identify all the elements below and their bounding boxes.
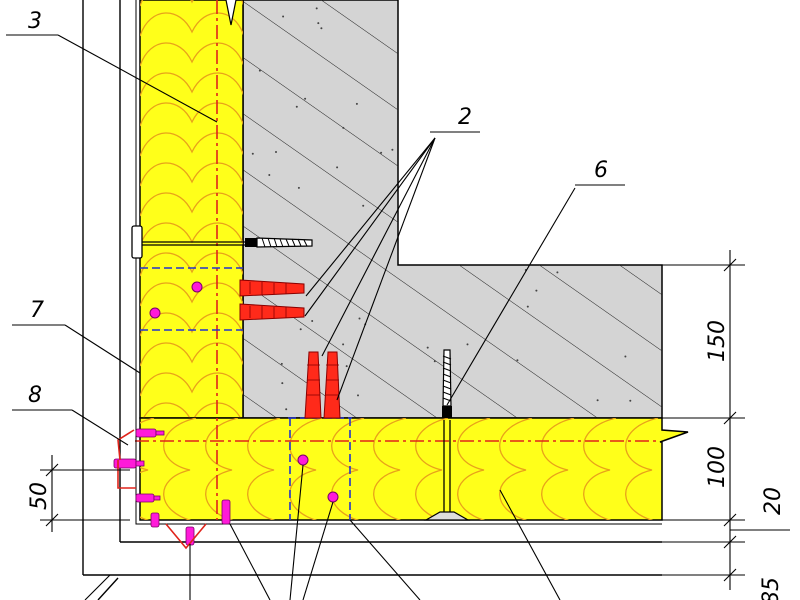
insulation-fiber (163, 418, 197, 520)
label-item-8: 8 (28, 383, 42, 408)
aggregate-dot (275, 151, 277, 153)
aggregate-dot (629, 399, 632, 402)
aggregate-dot (426, 346, 429, 349)
aggregate-dot (345, 365, 348, 368)
aggregate-dot (362, 204, 365, 207)
insulation-fiber (331, 418, 365, 520)
aggregate-dot (304, 97, 307, 100)
aggregate-dot (251, 152, 254, 155)
aggregate-dot (285, 408, 288, 411)
red-anchor-vertical (304, 351, 341, 419)
screw-anchor-lower (423, 349, 471, 521)
dimension-150: 150 (705, 320, 730, 362)
aggregate-dot (297, 186, 300, 189)
cladding-layers (82, 0, 662, 600)
label-item-3: 3 (28, 9, 42, 34)
aggregate-dot (342, 126, 345, 129)
insulation-fiber (205, 418, 239, 520)
aggregate-dot (556, 271, 559, 274)
concrete-structure (242, 0, 663, 419)
break-symbol (218, 0, 244, 26)
aggregate-dot (258, 69, 261, 72)
insulation-fiber (140, 418, 155, 520)
insulation-fiber-pattern (140, 418, 659, 520)
insulation-fiber (583, 418, 617, 520)
aggregate-dot (317, 22, 320, 25)
aggregate-dot (357, 394, 359, 397)
insulation-fiber (140, 72, 243, 97)
label-item-6: 6 (594, 158, 608, 183)
aggregate-dot (358, 317, 361, 320)
insulation-fiber (140, 132, 243, 157)
insulation-fiber (140, 102, 243, 127)
dimension-lines (40, 250, 790, 590)
leader-lines (6, 34, 625, 600)
vertical-insulation (139, 0, 244, 419)
insulation-fiber (289, 418, 323, 520)
insulation-fiber (140, 342, 243, 367)
aggregate-dot (315, 7, 318, 10)
aggregate-dot (342, 343, 345, 346)
axis-lines (135, 0, 660, 520)
aggregate-dot (380, 151, 383, 154)
aggregate-dot (624, 355, 627, 358)
aggregate-dot (282, 15, 285, 18)
mesh-layer (135, 0, 662, 525)
aggregate-dot (596, 399, 599, 402)
insulation-fiber (140, 0, 243, 7)
insulation-fiber (140, 42, 243, 67)
horizontal-insulation (139, 417, 689, 521)
dimension-100: 100 (705, 446, 730, 488)
aggregate-dot (466, 343, 469, 346)
aggregate-dot (320, 27, 323, 30)
insulation-fiber (373, 418, 407, 520)
label-item-7: 7 (30, 298, 44, 323)
insulation-fiber (142, 402, 242, 418)
insulation-fiber (499, 418, 533, 520)
insulation-fiber (140, 282, 243, 307)
aggregate-dot (299, 328, 302, 331)
insulation-fiber (247, 418, 281, 520)
dimension-50: 50 (27, 482, 52, 510)
label-item-2: 2 (458, 105, 472, 130)
aggregate-dot (295, 105, 298, 108)
corner-profile (117, 429, 207, 550)
insulation-fiber (140, 162, 243, 187)
insulation-fiber (457, 418, 491, 520)
aggregate-dot (535, 289, 538, 292)
insulation-fiber (140, 192, 243, 217)
dimension-20: 20 (761, 487, 786, 515)
insulation-fiber (625, 418, 659, 520)
callout-labels: 3 2 6 7 8 (28, 9, 608, 408)
aggregate-dot (391, 148, 394, 151)
screw-anchor-upper (131, 225, 313, 259)
aggregate-dot (281, 382, 284, 385)
aggregate-dot (336, 166, 339, 169)
insulation-fiber-pattern (140, 0, 243, 418)
insulation-fiber (140, 372, 243, 397)
insulation-fiber (415, 418, 449, 520)
aggregate-dot (526, 305, 529, 308)
aggregate-dot (516, 359, 519, 362)
aggregate-dot (355, 102, 358, 105)
red-anchor-horizontal (239, 279, 305, 321)
aggregate-dot (280, 362, 283, 365)
insulation-fiber (140, 252, 243, 277)
aggregate-dot (268, 174, 271, 176)
aggregate-dot (433, 360, 436, 363)
dimension-labels: 150 100 20 50 85 (27, 320, 786, 600)
aggregate-dot (311, 320, 314, 322)
dimension-85: 85 (759, 577, 784, 600)
insulation-fiber (541, 418, 575, 520)
